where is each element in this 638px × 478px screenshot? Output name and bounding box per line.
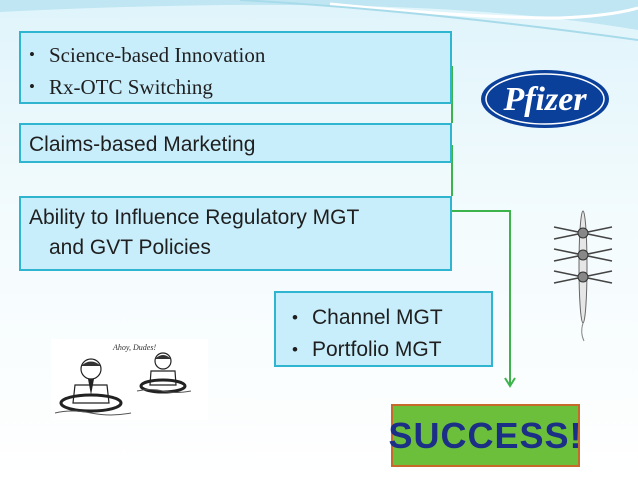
regulatory-line-1: Ability to Influence Regulatory MGT <box>29 206 360 229</box>
rx-otc-label: Rx-OTC Switching <box>49 75 213 99</box>
portfolio-mgt-label: Portfolio MGT <box>312 338 442 361</box>
header-wave-decoration <box>0 0 638 41</box>
pfizer-logo-text: Pfizer <box>502 81 587 118</box>
science-innovation-item: • Science-based Innovation <box>29 39 442 71</box>
channel-portfolio-box: • Channel MGT • Portfolio MGT <box>274 291 493 367</box>
bullet-icon: • <box>292 340 298 359</box>
science-innovation-label: Science-based Innovation <box>49 43 266 67</box>
rx-otc-item: • Rx-OTC Switching <box>29 71 442 103</box>
regulatory-line-2: and GVT Policies <box>49 236 211 259</box>
people-in-life-rings-icon: Ahoy, Dudes! <box>51 339 208 420</box>
success-label: SUCCESS! <box>388 414 583 456</box>
channel-mgt-label: Channel MGT <box>312 306 443 329</box>
channel-mgt-item: • Channel MGT <box>292 302 481 334</box>
bullet-icon: • <box>29 45 35 64</box>
regulatory-influence-box: Ability to Influence Regulatory MGT and … <box>19 196 452 271</box>
portfolio-mgt-item: • Portfolio MGT <box>292 334 481 366</box>
cartoon-caption: Ahoy, Dudes! <box>112 343 156 352</box>
bullet-icon: • <box>29 77 35 96</box>
pfizer-logo-icon: Pfizer <box>478 67 613 131</box>
claims-marketing-label: Claims-based Marketing <box>29 133 256 156</box>
bullet-icon: • <box>292 308 298 327</box>
rowing-boat-icon <box>550 205 616 347</box>
science-innovation-box: • Science-based Innovation • Rx-OTC Swit… <box>19 31 452 104</box>
success-box: SUCCESS! <box>388 404 583 467</box>
claims-marketing-box: Claims-based Marketing <box>19 123 452 163</box>
